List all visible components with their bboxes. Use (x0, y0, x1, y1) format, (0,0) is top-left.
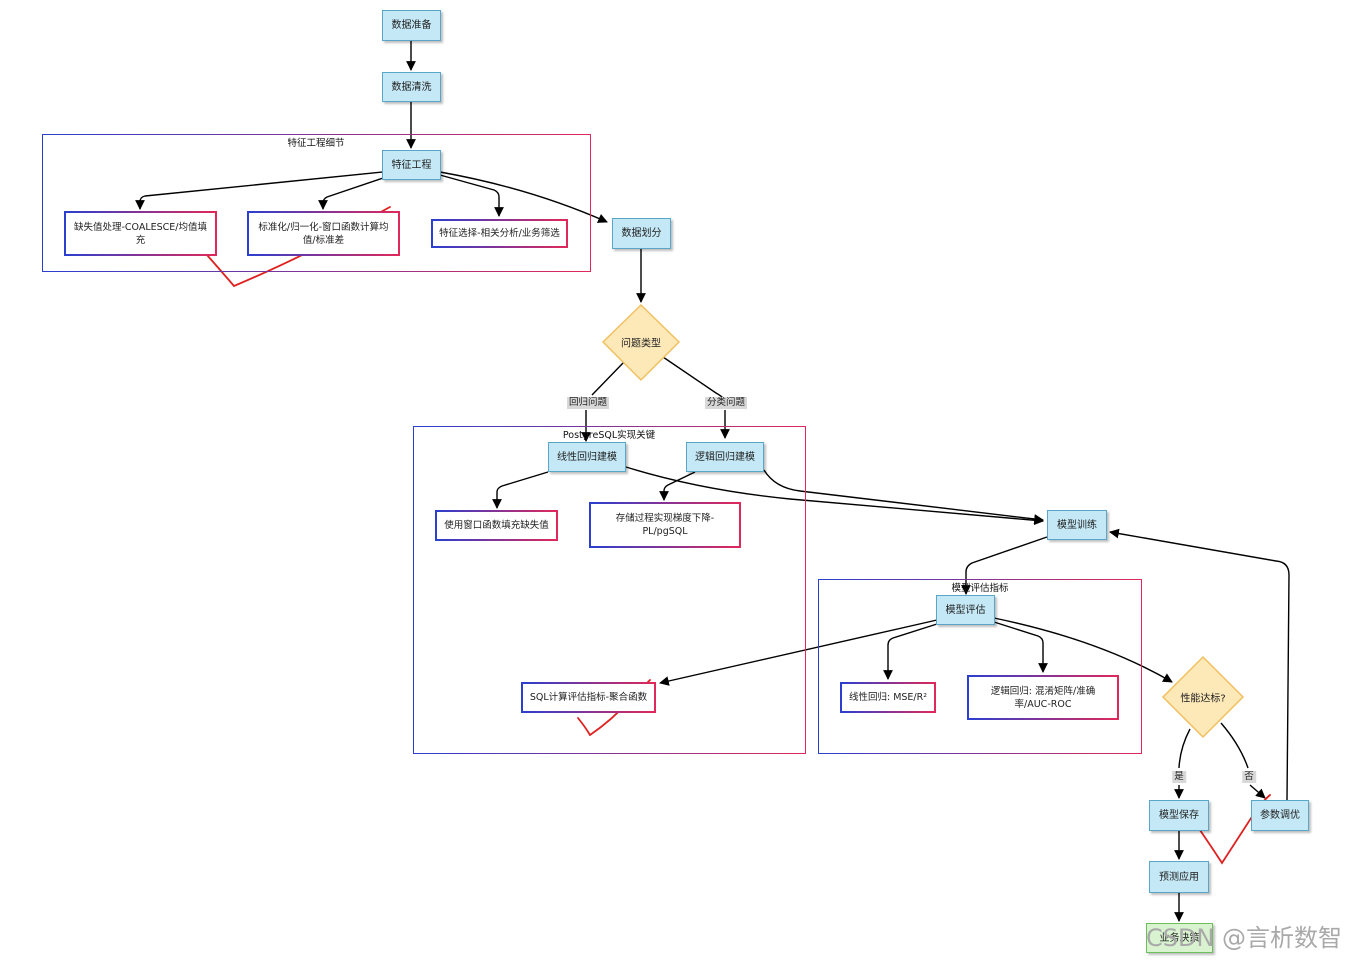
node-feature-eng[interactable]: 特征工程 (382, 150, 441, 180)
node-model-eval[interactable]: 模型评估 (936, 595, 995, 625)
group-title-postgresql-key: PostgreSQL实现关键 (562, 430, 656, 441)
sub-stored-proc[interactable]: 存储过程实现梯度下降-PL/pgSQL (589, 502, 741, 548)
group-title-feature-detail: 特征工程细节 (287, 138, 345, 149)
edge-label-regression: 回归问题 (566, 397, 610, 409)
edge-perf-tune (1220, 722, 1265, 798)
performance-diamond (1161, 655, 1245, 739)
node-param-tune[interactable]: 参数调优 (1251, 800, 1309, 831)
sub-sql-metrics[interactable]: SQL计算评估指标-聚合函数 (521, 682, 656, 713)
problem-type-diamond (601, 303, 681, 382)
node-data-clean[interactable]: 数据清洗 (382, 72, 441, 102)
sub-normalize[interactable]: 标准化/归一化-窗口函数计算均值/标准差 (247, 211, 400, 256)
node-data-prep[interactable]: 数据准备 (382, 10, 441, 41)
edge-train-eval (961, 536, 1048, 595)
edge-label-no: 否 (1242, 771, 1256, 783)
group-title-eval-metrics: 模型评估指标 (951, 583, 1009, 594)
sub-missing-value[interactable]: 缺失值处理-COALESCE/均值填充 (64, 211, 217, 256)
edge-tune-train (1109, 528, 1290, 801)
edge-label-yes: 是 (1172, 771, 1186, 783)
label-problem-type: 问题类型 (621, 338, 661, 350)
sub-logistic-metric[interactable]: 逻辑回归: 混淆矩阵/准确率/AUC-ROC (967, 675, 1119, 720)
sub-linear-metric[interactable]: 线性回归: MSE/R² (840, 682, 936, 713)
node-model-train[interactable]: 模型训练 (1047, 510, 1107, 540)
edge-label-classification: 分类问题 (704, 397, 748, 409)
node-model-save[interactable]: 模型保存 (1149, 800, 1209, 831)
node-predict-apply[interactable]: 预测应用 (1149, 861, 1209, 893)
node-logistic-reg[interactable]: 逻辑回归建模 (686, 442, 764, 472)
sub-window-fill[interactable]: 使用窗口函数填充缺失值 (435, 510, 558, 541)
node-data-split[interactable]: 数据划分 (612, 218, 671, 249)
label-performance-ok: 性能达标? (1180, 693, 1226, 705)
edge-perf-save (1179, 728, 1191, 798)
watermark: CSDN @言析数智 (1146, 924, 1343, 952)
node-linear-reg[interactable]: 线性回归建模 (548, 442, 626, 472)
sub-feature-select[interactable]: 特征选择-相关分析/业务筛选 (431, 219, 568, 248)
node-business-decision[interactable]: 业务决策 (1146, 923, 1213, 953)
